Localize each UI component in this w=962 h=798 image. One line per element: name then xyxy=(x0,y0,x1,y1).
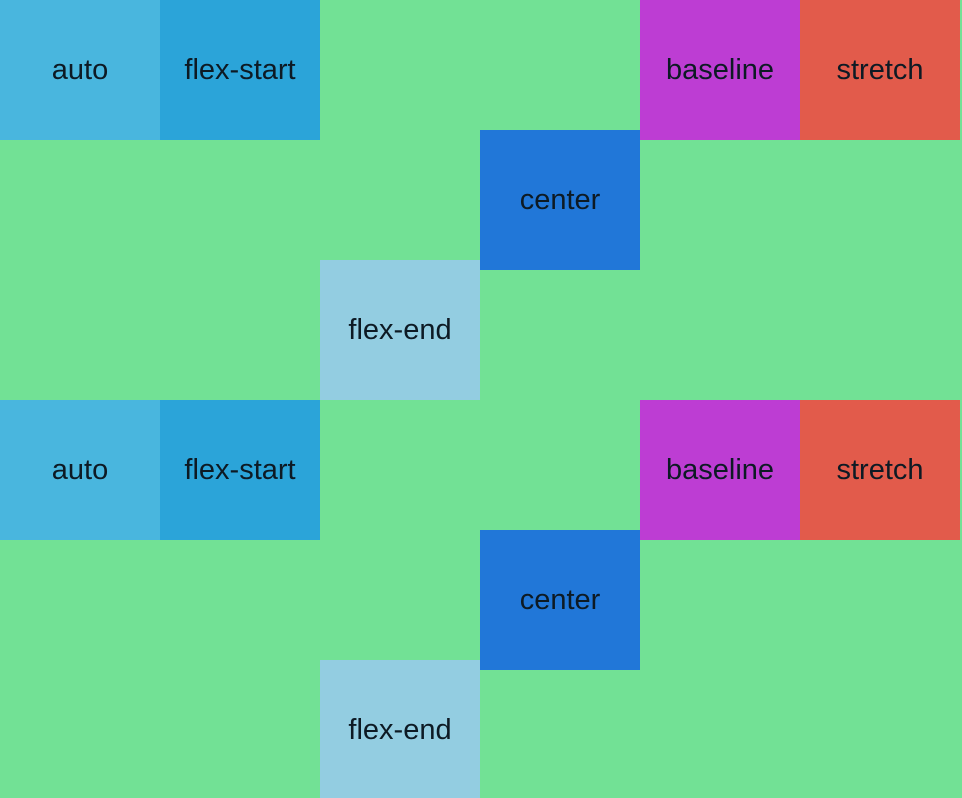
item-center: center xyxy=(480,530,640,670)
flex-container-2: auto flex-start flex-end center baseline… xyxy=(0,400,960,798)
item-auto: auto xyxy=(0,0,160,140)
flex-container-1: auto flex-start flex-end center baseline… xyxy=(0,0,960,400)
item-stretch: stretch xyxy=(800,400,960,540)
item-flex-end: flex-end xyxy=(320,660,480,798)
item-baseline: baseline xyxy=(640,400,800,540)
item-center: center xyxy=(480,130,640,270)
item-flex-start: flex-start xyxy=(160,400,320,540)
item-stretch: stretch xyxy=(800,0,960,140)
item-baseline: baseline xyxy=(640,0,800,140)
item-flex-end: flex-end xyxy=(320,260,480,400)
item-flex-start: flex-start xyxy=(160,0,320,140)
item-auto: auto xyxy=(0,400,160,540)
